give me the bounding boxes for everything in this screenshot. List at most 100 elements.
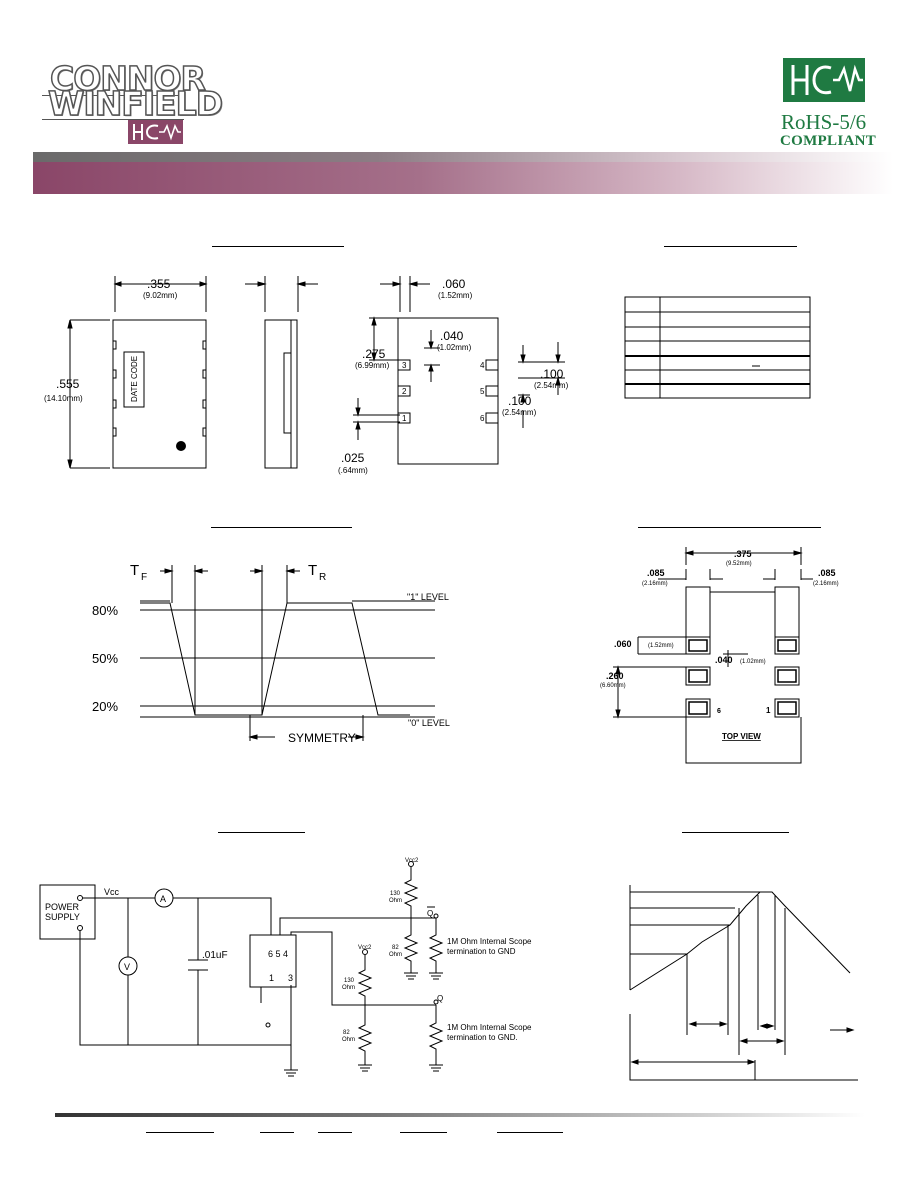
test-circuit-schematic: POWER SUPPLY Vcc A V .01uF 6 5 4 1 3 Vcc…	[39, 858, 532, 1077]
footer-field-rule-1	[146, 1132, 214, 1133]
power-supply-label-1: POWER	[45, 902, 80, 912]
level-20-label: 20%	[92, 699, 118, 714]
q-bar-label: Q	[427, 909, 433, 918]
dim-pad-height: .040	[440, 329, 464, 343]
bypass-cap-label: .01uF	[202, 950, 228, 961]
dim-pad-width: .025	[341, 451, 365, 465]
dim-lead-offset: .060	[442, 277, 466, 291]
dim-pad-width-mm: (.64mm)	[338, 466, 368, 475]
overall-width-dim: .375	[734, 549, 752, 559]
dim-pitch-a-mm: (2.54mm)	[534, 381, 569, 390]
output-waveform-diagram: T F T R 80% 50% 20% "1" LEVEL "0" LEVEL …	[92, 562, 450, 745]
ammeter-label: A	[160, 894, 166, 904]
dim-pitch-a: .100	[540, 367, 564, 381]
footer-divider	[55, 1113, 865, 1117]
rohs-label: RoHS-5/6	[781, 110, 867, 134]
footer-field-rule-3	[318, 1132, 352, 1133]
scope-termination-2-line2: termination to GND.	[447, 1033, 518, 1042]
pin-5-label: 5	[480, 387, 485, 396]
reflow-profile-graph	[629, 885, 858, 1081]
header-banner	[33, 152, 893, 194]
dim-width-mm: (9.02mm)	[143, 291, 178, 300]
date-code-label: DATE CODE	[130, 356, 139, 402]
hcw-logo-mark	[128, 120, 183, 144]
recommended-land-pattern: .375 (9.52mm) .085 (2.16mm) .085 (2.16mm…	[600, 547, 839, 764]
r130-bottom-label: 130	[344, 978, 355, 984]
pad-pin-6-label: 6	[717, 708, 721, 715]
circuit-title-rule	[218, 832, 305, 833]
r82-top-ohm: Ohm	[389, 952, 402, 958]
dim-width: .355	[147, 277, 171, 291]
dim-pitch-b-mm: (2.54mm)	[502, 408, 537, 417]
footer-field-rule-5	[497, 1132, 563, 1133]
company-logo: CONNOR WINFIELD	[40, 61, 224, 146]
dim-lead-offset-mm: (1.52mm)	[438, 291, 473, 300]
rise-time-label: T	[308, 562, 317, 579]
pin-3-label: 3	[402, 361, 407, 370]
pin-6-label: 6	[480, 414, 485, 423]
dut-pins-top-label: 6 5 4	[268, 949, 288, 959]
pad-height-dim: .060	[614, 639, 632, 649]
scope-termination-2-line1: 1M Ohm Internal Scope	[447, 1023, 532, 1032]
dim-pad-height-mm: (1.02mm)	[437, 343, 472, 352]
banner-top-stripe	[33, 152, 893, 162]
r82-top-label: 82	[392, 945, 399, 951]
r130-top-ohm: Ohm	[389, 898, 402, 904]
logo-word-connor: CONNOR	[49, 59, 206, 98]
pin-4-label: 4	[480, 361, 485, 370]
pad-width-left-mm: (2.16mm)	[642, 581, 668, 587]
footer-field-rule-4	[400, 1132, 447, 1133]
r130-bottom-ohm: Ohm	[342, 985, 355, 991]
power-supply-label-2: SUPPLY	[45, 912, 80, 922]
waveform-title-rule	[211, 527, 352, 528]
logo-rule-top	[42, 95, 184, 96]
pin-function-table	[624, 296, 811, 399]
voltmeter-label: V	[124, 962, 130, 972]
scope-termination-1-line2: termination to GND	[447, 947, 516, 956]
logic-1-level-label: "1" LEVEL	[407, 592, 449, 602]
pad-height-mm: (1.52mm)	[648, 643, 674, 649]
land-pattern-title-rule	[638, 527, 821, 528]
dim-pad-to-pin3-mm: (6.99mm)	[355, 361, 390, 370]
rise-time-sub: R	[319, 572, 326, 583]
level-80-label: 80%	[92, 603, 118, 618]
footer-field-rule-2	[260, 1132, 294, 1133]
dut-pin-3-label: 3	[288, 973, 293, 983]
pad-gap-mm: (1.02mm)	[740, 659, 766, 665]
r130-top-label: 130	[390, 891, 401, 897]
vcc2-bottom-label: Vcc2	[358, 945, 372, 951]
pad-width-right-dim: .085	[818, 568, 836, 578]
r82-bottom-label: 82	[343, 1030, 350, 1036]
logic-0-level-label: "0" LEVEL	[408, 718, 450, 728]
dim-height-mm: (14.10mm)	[44, 394, 83, 403]
fall-time-label: T	[130, 562, 139, 579]
r82-bottom-ohm: Ohm	[342, 1037, 355, 1043]
pad-pin-1-label: 1	[766, 706, 771, 715]
pad-width-left-dim: .085	[647, 568, 665, 578]
vcc-label: Vcc	[104, 887, 120, 897]
q-label: Q	[437, 994, 443, 1003]
pad-span-mm: (6.60mm)	[600, 683, 626, 689]
dim-height: .555	[56, 377, 80, 391]
rohs-logo: RoHS-5/6 COMPLIANT	[778, 58, 876, 153]
hcw-green-mark	[783, 58, 865, 102]
scope-termination-1-line1: 1M Ohm Internal Scope	[447, 937, 532, 946]
vcc2-top-label: Vcc2	[405, 858, 419, 864]
top-view-label: TOP VIEW	[722, 732, 761, 741]
pin-1-label: 1	[402, 414, 407, 423]
reflow-title-rule	[682, 832, 789, 833]
logo-rule-bottom	[42, 119, 184, 120]
fall-time-sub: F	[141, 572, 147, 583]
pin1-indicator-dot	[176, 441, 186, 451]
dim-pad-to-pin3: .275	[362, 347, 386, 361]
dim-pitch-b: .100	[508, 394, 532, 408]
overall-width-mm: (9.52mm)	[726, 561, 752, 567]
logo-word-winfield: WINFIELD	[47, 84, 224, 123]
pinout-title-rule	[664, 246, 797, 247]
symmetry-label: SYMMETRY	[288, 731, 356, 745]
package-title-rule	[212, 246, 344, 247]
pad-span-dim: .260	[606, 671, 624, 681]
pad-width-right-mm: (2.16mm)	[813, 581, 839, 587]
pad-gap-dim: .040	[715, 655, 733, 665]
pin-2-label: 2	[402, 387, 407, 396]
